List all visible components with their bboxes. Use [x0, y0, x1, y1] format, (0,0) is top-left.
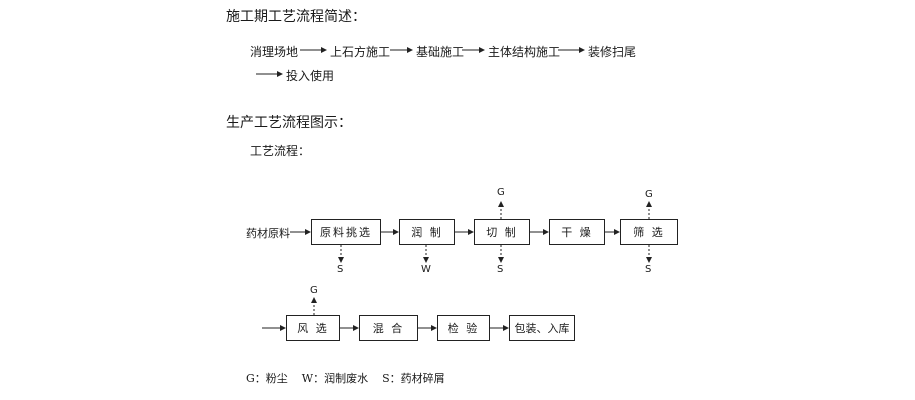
- construction-title: 施工期工艺流程简述：: [226, 9, 366, 25]
- process-box-moistening: 润 制: [399, 219, 455, 245]
- process-box-packaging: 包装、入库: [509, 315, 575, 341]
- process-box-inspection: 检 验: [437, 315, 490, 341]
- production-subtitle: 工艺流程：: [250, 144, 311, 158]
- construction-step-3: 基础施工: [416, 45, 465, 59]
- emission-label-g-screening: G: [645, 189, 653, 200]
- input-label: 药材原料: [246, 227, 290, 240]
- emission-label-s-selection: S: [337, 264, 344, 275]
- process-box-winnowing: 风 选: [286, 315, 340, 341]
- process-box-screening: 筛 选: [620, 219, 678, 245]
- legend: G：粉尘 W：润制废水 S：药材碎屑: [246, 372, 445, 385]
- process-box-selection: 原料挑选: [311, 219, 381, 245]
- construction-step-4: 主体结构施工: [488, 45, 561, 59]
- emission-label-g-winnowing: G: [310, 285, 318, 296]
- construction-step-6: 投入使用: [286, 69, 335, 83]
- emission-label-s-screening: S: [645, 264, 652, 275]
- emission-label-s-cutting: S: [497, 264, 504, 275]
- emission-label-w-moistening: W: [421, 264, 431, 275]
- process-box-drying: 干 燥: [549, 219, 605, 245]
- construction-step-2: 上石方施工: [330, 45, 391, 59]
- construction-step-5: 装修扫尾: [588, 45, 637, 59]
- production-title: 生产工艺流程图示：: [226, 115, 352, 131]
- emission-label-g-cutting: G: [497, 187, 505, 198]
- process-box-mixing: 混 合: [359, 315, 418, 341]
- construction-step-1: 消理场地: [250, 45, 299, 59]
- process-box-cutting: 切 制: [474, 219, 530, 245]
